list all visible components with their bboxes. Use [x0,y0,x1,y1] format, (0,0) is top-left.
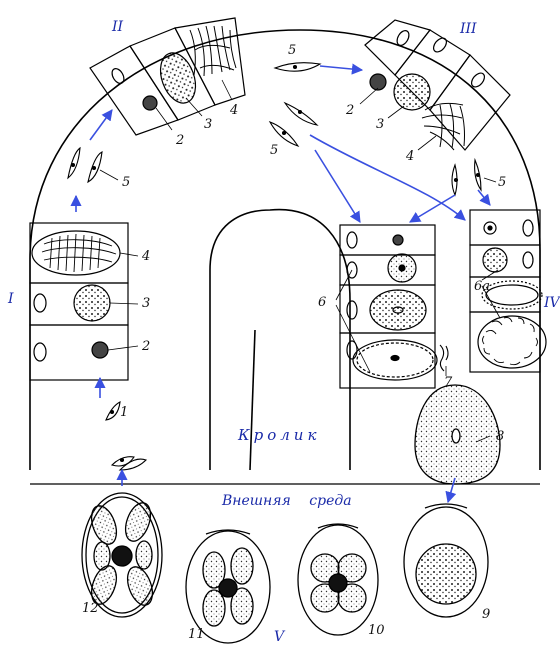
arrow-5-to-6a [310,135,465,220]
label-7: 7 [444,376,452,389]
label-3-ii: 3 [204,118,212,131]
label-5-mid: 5 [270,144,278,157]
label-2-iii: 2 [346,104,354,117]
environment-label: Внешняя среда [222,494,352,508]
label-2-i: 2 [142,340,150,353]
label-11: 11 [188,628,205,641]
arrow-5-to-ii [90,110,112,140]
label-3-i: 3 [142,297,150,310]
epithelium-gamonts [340,225,437,388]
arrow-iii-to-6 [410,195,455,222]
label-4-iii: 4 [406,150,414,163]
label-5-right: 5 [498,176,506,189]
label-5-left: 5 [122,176,130,189]
label-6a: 6а [474,280,490,293]
label-1: 1 [120,406,128,419]
stage-marker-ii: II [112,20,123,34]
free-merozoites [68,63,481,470]
oocyst-10 [298,524,378,635]
label-8: 8 [496,430,504,443]
epithelium-stage-i [30,223,128,380]
epithelium-stage-iii [365,20,510,150]
stage-marker-iv: IV [544,296,560,310]
arrow-5-to-iii [320,66,362,70]
stage-marker-v: V [274,630,284,644]
oocyst-unsporulated [415,385,500,484]
stage-marker-i: I [8,292,14,306]
label-4-ii: 4 [230,104,238,117]
label-6: 6 [318,296,326,309]
label-2-ii: 2 [176,134,184,147]
label-5-top: 5 [288,44,296,57]
label-9: 9 [482,608,490,621]
label-3-iii: 3 [376,118,384,131]
label-4-i: 4 [142,250,150,263]
label-10: 10 [368,624,385,637]
arrow-5-to-iv [478,190,490,205]
oocyst-12 [82,493,162,617]
host-label: Кролик [238,428,320,443]
label-12: 12 [82,602,99,615]
epithelium-stage-ii [90,18,245,135]
oocyst-9 [404,504,488,617]
microgametes [440,345,448,371]
stage-marker-iii: III [460,22,477,36]
arrow-5-to-6 [315,150,360,222]
